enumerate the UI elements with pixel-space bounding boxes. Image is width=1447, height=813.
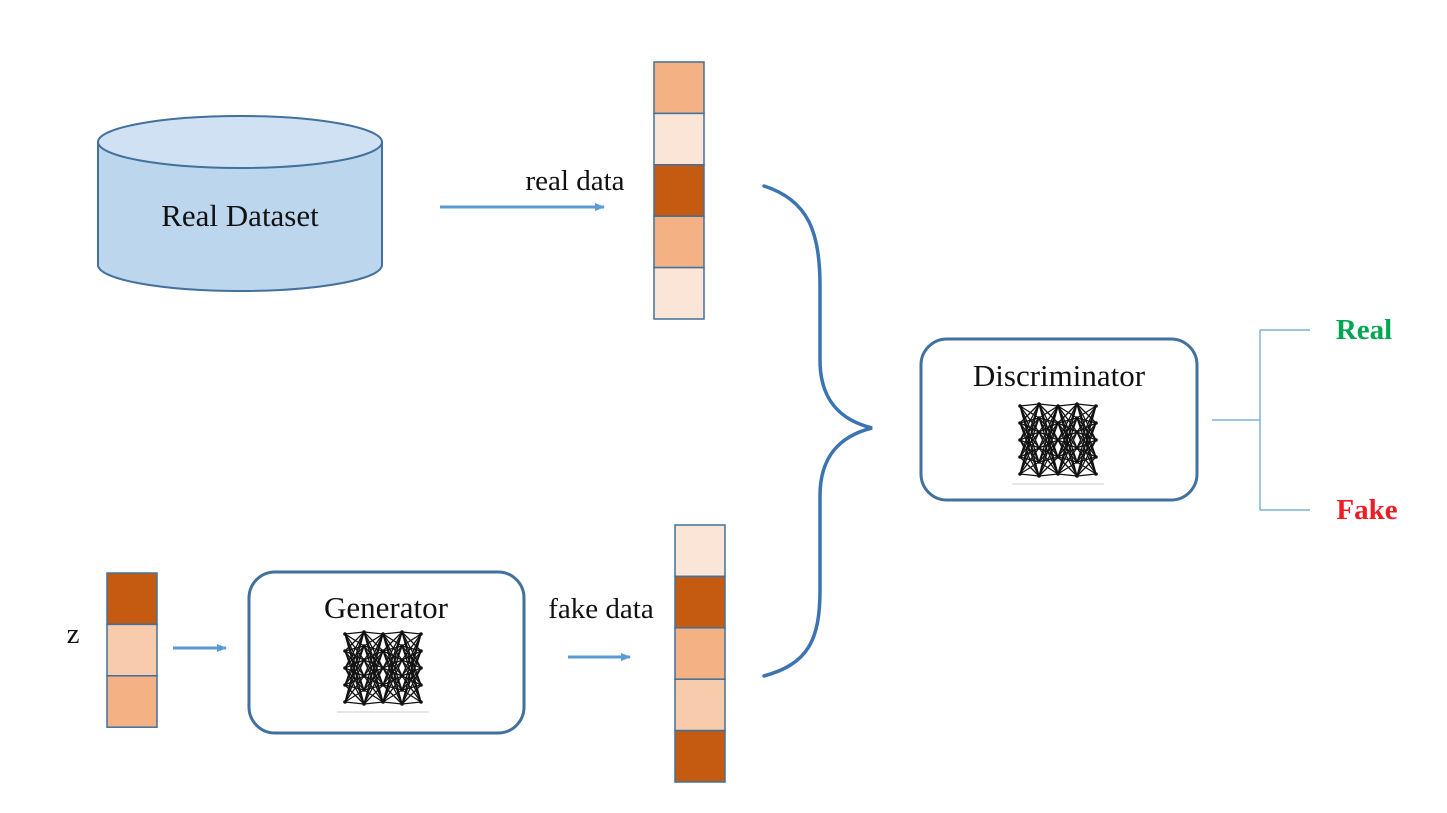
fake-data-vector bbox=[674, 524, 726, 783]
real-data-cell bbox=[653, 112, 705, 166]
cylinder-body bbox=[97, 142, 383, 292]
discriminator-box: Discriminator bbox=[919, 337, 1199, 502]
noise-label: z bbox=[67, 618, 80, 650]
real-data-cell bbox=[653, 164, 705, 217]
noise-cell bbox=[106, 572, 158, 626]
generator-neural-network-icon bbox=[337, 630, 429, 713]
real-data-cell bbox=[653, 215, 705, 269]
output-bracket bbox=[1212, 329, 1310, 511]
cylinder-top bbox=[97, 115, 383, 169]
fake-data-label: fake data bbox=[548, 593, 654, 625]
noise-cell bbox=[106, 675, 158, 728]
generator-box: Generator bbox=[247, 570, 526, 735]
noise-vector bbox=[106, 572, 158, 728]
fake-data-cell bbox=[674, 524, 726, 578]
fake-data-cell bbox=[674, 627, 726, 680]
real-data-vector bbox=[653, 61, 705, 320]
discriminator-neural-network-icon bbox=[1012, 402, 1104, 485]
merge-brace bbox=[762, 184, 873, 678]
fake-data-cell bbox=[674, 729, 726, 783]
real-data-label: real data bbox=[525, 165, 624, 197]
output-real-label: Real bbox=[1336, 314, 1392, 346]
output-fake-label: Fake bbox=[1336, 494, 1397, 526]
generator-label: Generator bbox=[324, 590, 449, 625]
real-dataset-cylinder: Real Dataset bbox=[97, 115, 383, 292]
fake-data-cell bbox=[674, 678, 726, 732]
discriminator-label: Discriminator bbox=[973, 358, 1146, 393]
real-data-cell bbox=[653, 266, 705, 320]
noise-cell bbox=[106, 623, 158, 677]
fake-data-cell bbox=[674, 575, 726, 629]
real-data-cell bbox=[653, 61, 705, 115]
real-dataset-label: Real Dataset bbox=[161, 198, 319, 233]
